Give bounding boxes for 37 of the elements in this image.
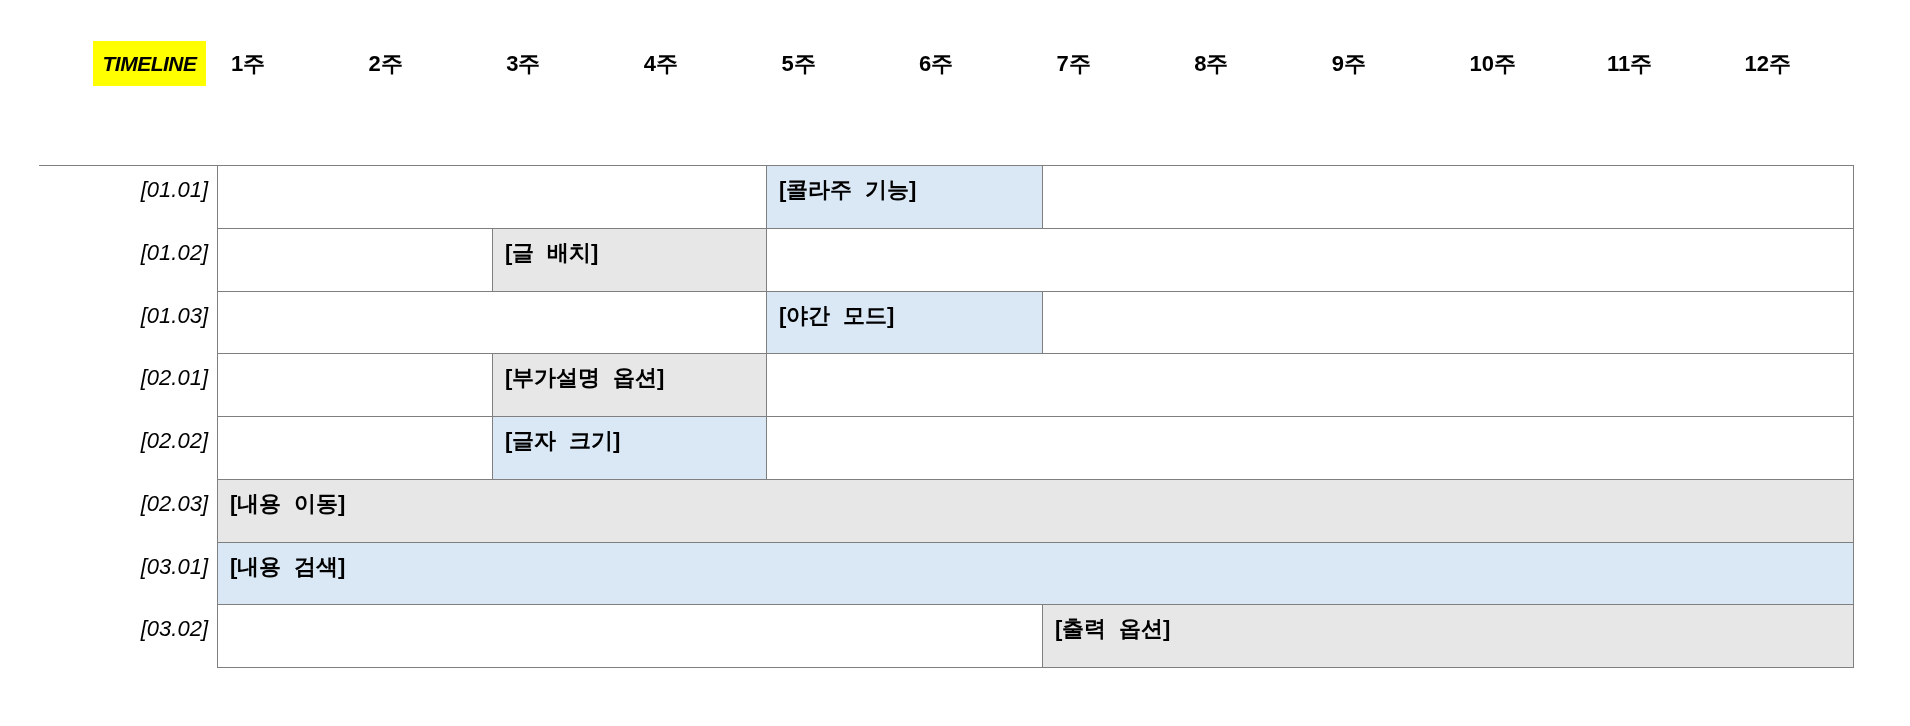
column-header: 8주 (1194, 50, 1229, 78)
column-header: 3주 (506, 50, 541, 78)
task-bar (217, 542, 1854, 605)
row-label: [01.01] (140, 176, 208, 204)
task-bar (1042, 604, 1854, 668)
row-label: [03.01] (140, 552, 208, 581)
task-name: [내용 이동] (230, 490, 346, 518)
task-name: [글 배치] (505, 239, 599, 267)
task-name: [내용 검색] (230, 553, 346, 581)
task-name: [출력 옵션] (1055, 615, 1171, 643)
column-header: 5주 (781, 50, 816, 78)
task-bar (492, 353, 767, 417)
column-header: 9주 (1331, 50, 1367, 78)
row-label: [02.02] (140, 427, 208, 455)
task-bar (766, 165, 1043, 229)
column-header: 6주 (919, 50, 954, 78)
task-name: [야간 모드] (779, 302, 895, 330)
row-label: [01.02] (140, 238, 208, 267)
row-label: [01.03] (140, 301, 208, 330)
task-bar (766, 291, 1043, 354)
column-header: 12주 (1744, 50, 1792, 78)
task-name: [글자 크기] (505, 427, 621, 455)
task-bar (492, 228, 767, 292)
column-header: 11주 (1607, 50, 1653, 78)
row-label: [03.02] (140, 615, 208, 644)
timeline-heading: TIMELINE (93, 41, 206, 86)
task-bar (492, 416, 767, 480)
column-header: 2주 (368, 50, 403, 78)
row-label: [02.03] (140, 489, 208, 518)
task-name: [콜라주 기능] (779, 176, 917, 204)
column-header: 7주 (1056, 50, 1091, 78)
column-header: 10주 (1469, 50, 1516, 78)
column-header: 1주 (231, 50, 266, 78)
row-label: [02.01] (140, 364, 208, 393)
column-header: 4주 (643, 50, 679, 78)
task-name: [부가설명 옵션] (505, 364, 665, 392)
task-bar (217, 479, 1854, 543)
